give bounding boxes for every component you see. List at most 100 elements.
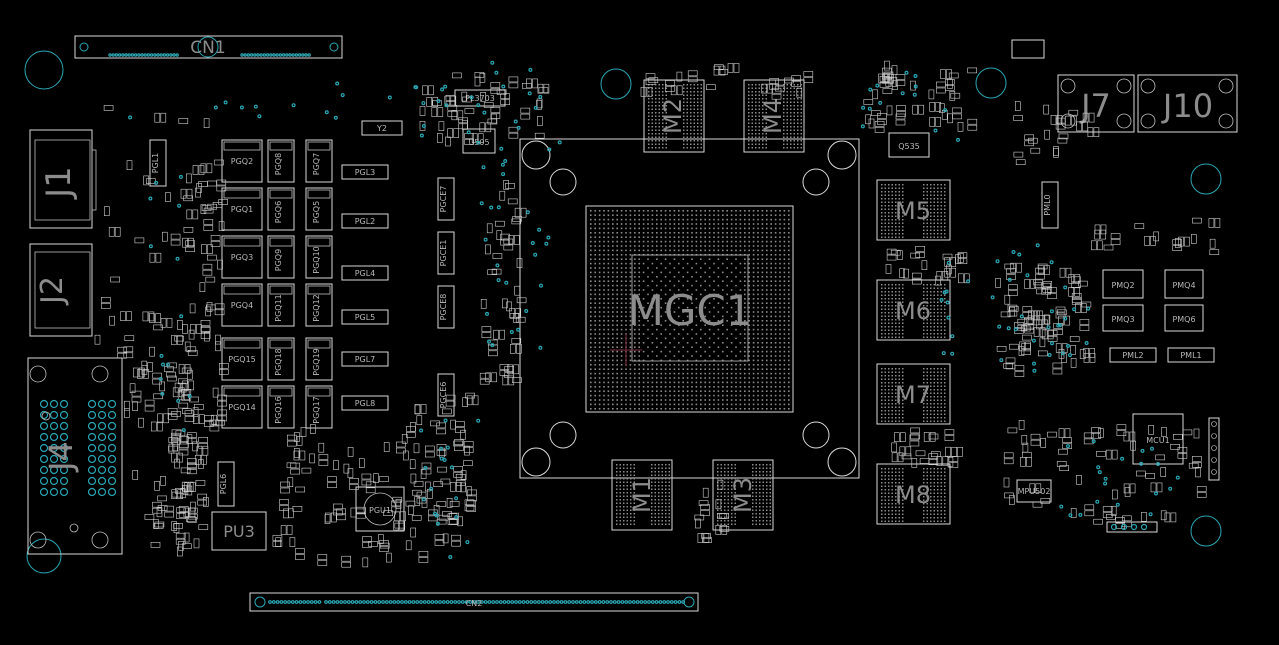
chip-mgc1[interactable]: MGC1 <box>519 138 860 479</box>
y2-label: Y2 <box>376 124 387 133</box>
inductor-pgl5[interactable]: PGL5 <box>341 309 389 325</box>
pgq6-label: PGQ6 <box>274 201 283 223</box>
mounting-hole <box>600 68 632 100</box>
pgq5-label: PGQ5 <box>312 201 321 223</box>
capacitor-pgce7[interactable]: PGCE7 <box>437 177 455 221</box>
m6-label: M6 <box>895 297 931 325</box>
inductor-pml1[interactable]: PML1 <box>1167 347 1215 363</box>
m1-label: M1 <box>628 477 656 513</box>
pgq7-label: PGQ7 <box>312 153 321 175</box>
connector-j4[interactable]: J4 <box>27 357 123 555</box>
pu3-label: PU3 <box>223 522 255 541</box>
m3-label: M3 <box>729 477 757 513</box>
pml1-label: PML1 <box>1180 351 1201 360</box>
transistor-pgq18[interactable]: PGQ18 <box>267 337 295 381</box>
capacitor-pgce8[interactable]: PGCE8 <box>437 285 455 329</box>
inductor-pgl7[interactable]: PGL7 <box>341 351 389 367</box>
passive-components <box>94 60 1221 568</box>
j4-label: J4 <box>42 441 80 473</box>
pgl7-label: PGL7 <box>355 355 376 364</box>
transistor-pgq19[interactable]: PGQ19 <box>305 337 333 381</box>
transistor-pgq10[interactable]: PGQ10 <box>305 235 333 279</box>
connector-cn1[interactable]: CN1 <box>74 35 343 59</box>
transistor-pgq1[interactable]: PGQ1 <box>221 187 263 231</box>
memory-m5[interactable]: M5 <box>876 179 951 241</box>
transistor-pgq8[interactable]: PGQ8 <box>267 139 295 183</box>
memory-m7[interactable]: M7 <box>876 363 951 425</box>
memory-m8[interactable]: M8 <box>876 463 951 525</box>
capacitor-pgce1[interactable]: PGCE1 <box>437 231 455 275</box>
mounting-hole <box>1190 515 1222 547</box>
transistor-pgq2[interactable]: PGQ2 <box>221 139 263 183</box>
inductor-pgl4[interactable]: PGL4 <box>341 265 389 281</box>
transistor-pgq17[interactable]: PGQ17 <box>305 385 333 429</box>
chip-mcu1[interactable]: MCU1 <box>1132 413 1184 465</box>
transistor-pgq11[interactable]: PGQ11 <box>267 283 295 327</box>
pgce7-label: PGCE7 <box>439 186 448 213</box>
connector-j10[interactable]: J10 <box>1137 74 1238 133</box>
connector-j7[interactable]: J7 <box>1057 74 1135 133</box>
crystal-y2[interactable]: Y2 <box>361 120 403 136</box>
memory-m6[interactable]: M6 <box>876 279 951 341</box>
transistor-pgq5[interactable]: PGQ5 <box>305 187 333 231</box>
j1-label: J1 <box>39 166 79 200</box>
transistor-pgq15[interactable]: PGQ15 <box>221 337 263 381</box>
transistor-pgq9[interactable]: PGQ9 <box>267 235 295 279</box>
pgu1-label: PGU1 <box>369 506 391 515</box>
memory-m1[interactable]: M1 <box>611 459 673 531</box>
inductor-pgl2[interactable]: PGL2 <box>341 213 389 229</box>
pgq17-label: PGQ17 <box>312 396 321 424</box>
pgce8-label: PGCE8 <box>439 294 448 321</box>
pgq11-label: PGQ11 <box>274 294 283 322</box>
transistor-pmq4[interactable]: PMQ4 <box>1164 269 1204 299</box>
chip-pu3[interactable]: PU3 <box>211 511 267 551</box>
inductor-pgl8[interactable]: PGL8 <box>341 395 389 411</box>
inductor-pgl6[interactable]: PGL6 <box>217 461 235 507</box>
component-pl3704[interactable] <box>1011 39 1045 59</box>
pin-header-bottom-right[interactable] <box>1106 521 1158 533</box>
inductor-pgl1[interactable]: PGL1 <box>149 139 167 187</box>
pin-header-right[interactable] <box>1208 417 1220 481</box>
connector-j2[interactable]: J2 <box>29 243 93 337</box>
transistor-pgq16[interactable]: PGQ16 <box>267 385 295 429</box>
pmq2-label: PMQ2 <box>1111 281 1134 290</box>
m5-label: M5 <box>895 197 931 225</box>
chip-q535[interactable]: Q535 <box>888 132 930 158</box>
m7-label: M7 <box>895 381 931 409</box>
transistor-pgq3[interactable]: PGQ3 <box>221 235 263 279</box>
pml0-label: PML0 <box>1043 194 1052 215</box>
inductor-pgl3[interactable]: PGL3 <box>341 164 389 180</box>
pgq15-label: PGQ15 <box>228 355 256 364</box>
j7-label: J7 <box>1079 87 1111 125</box>
transistor-pgq4[interactable]: PGQ4 <box>221 283 263 327</box>
transistor-pmq3[interactable]: PMQ3 <box>1102 304 1144 332</box>
pgce6-label: PGCE6 <box>439 382 448 409</box>
memory-m4[interactable]: M4 <box>743 79 805 153</box>
memory-m3[interactable]: M3 <box>712 459 774 531</box>
pgl5-label: PGL5 <box>355 313 376 322</box>
cn2-label: CN2 <box>466 599 483 608</box>
inductor-pml2[interactable]: PML2 <box>1109 347 1157 363</box>
transistor-pgq14[interactable]: PGQ14 <box>221 385 263 429</box>
connector-j1[interactable]: J1 <box>29 129 97 229</box>
inductor-pml0[interactable]: PML0 <box>1041 181 1059 229</box>
pgq8-label: PGQ8 <box>274 153 283 175</box>
transistor-pgq7[interactable]: PGQ7 <box>305 139 333 183</box>
m2-label: M2 <box>659 98 687 134</box>
pmq3-label: PMQ3 <box>1111 315 1134 324</box>
transistor-pmq2[interactable]: PMQ2 <box>1102 269 1144 299</box>
transistor-pmq6[interactable]: PMQ6 <box>1164 304 1204 332</box>
pml2-label: PML2 <box>1122 351 1143 360</box>
pmq4-label: PMQ4 <box>1172 281 1195 290</box>
transistor-pgq12[interactable]: PGQ12 <box>305 283 333 327</box>
pmq6-label: PMQ6 <box>1172 315 1195 324</box>
m4-label: M4 <box>759 98 787 134</box>
connector-cn2[interactable]: CN2 <box>249 592 699 612</box>
pgq16-label: PGQ16 <box>274 396 283 424</box>
m8-label: M8 <box>895 481 931 509</box>
transistor-pgq6[interactable]: PGQ6 <box>267 187 295 231</box>
